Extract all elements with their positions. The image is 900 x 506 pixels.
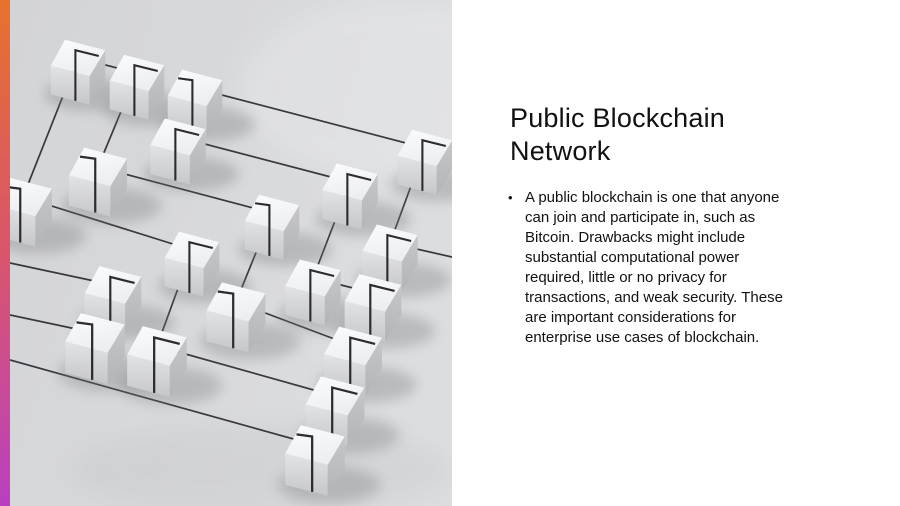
slide-title: Public Blockchain Network: [510, 102, 830, 168]
bullet-text-line: transactions, and weak security. These: [525, 289, 783, 306]
bullet-text-line: substantial computational power: [525, 249, 740, 266]
bullet-text-line: can join and participate in, such as: [525, 209, 756, 226]
accent-stripe: [0, 0, 10, 506]
bullet-text-line: enterprise use cases of blockchain.: [525, 329, 760, 346]
bullet-text-line: are important considerations for: [525, 309, 736, 326]
blockchain-network-image: [10, 0, 452, 506]
blockchain-cubes-illustration: [10, 0, 452, 506]
bullet-item: • A public blockchain is one that anyone…: [508, 188, 848, 348]
bullet-marker: •: [508, 190, 513, 205]
text-panel: Public Blockchain Network • A public blo…: [452, 0, 900, 506]
bullet-text-line: required, little or no privacy for: [525, 269, 727, 286]
bullet-text-line: Bitcoin. Drawbacks might include: [525, 229, 746, 246]
bullet-text: A public blockchain is one that anyone c…: [525, 188, 783, 348]
slide-title-line: Network: [510, 136, 611, 166]
bullet-text-line: A public blockchain is one that anyone: [525, 189, 780, 206]
slide-title-line: Public Blockchain: [510, 103, 726, 133]
